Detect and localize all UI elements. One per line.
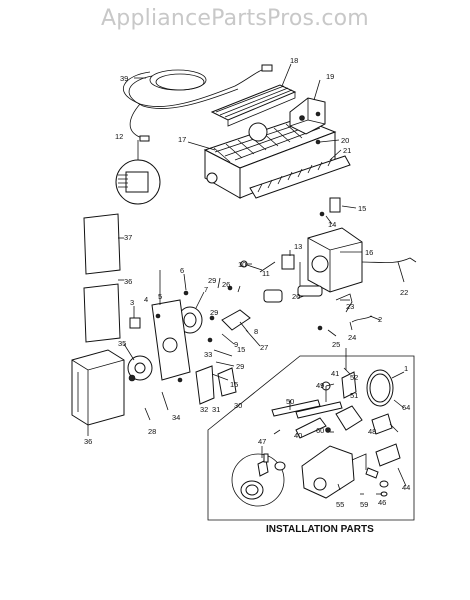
callout-44: 44 (402, 483, 410, 492)
callout-18: 18 (290, 56, 298, 65)
callout-27: 27 (260, 343, 268, 352)
callout-55: 55 (336, 500, 344, 509)
callout-11: 11 (262, 269, 270, 278)
callout-22: 22 (400, 288, 408, 297)
callout-60: 60 (316, 426, 324, 435)
screw-part[interactable] (161, 391, 169, 411)
bracket-part[interactable] (177, 365, 237, 405)
heater-part[interactable] (249, 155, 351, 199)
gear-part[interactable] (127, 355, 153, 382)
callout-47: 47 (258, 437, 266, 446)
callout-52: 52 (350, 373, 358, 382)
callout-37: 37 (124, 233, 132, 242)
callout-41: 41 (331, 369, 339, 378)
callout-29b: 29 (210, 308, 218, 317)
wire-harness-part[interactable] (123, 64, 273, 142)
callout-10: 10 (238, 260, 246, 269)
callout-34: 34 (172, 413, 180, 422)
callout-21: 21 (343, 146, 351, 155)
callout-15b: 15 (237, 345, 245, 354)
front-cover-part[interactable] (71, 349, 125, 426)
callout-14: 14 (328, 220, 336, 229)
callout-64: 64 (402, 403, 410, 412)
installation-parts-title: INSTALLATION PARTS (266, 524, 374, 535)
callout-36a: 36 (124, 277, 132, 286)
callout-48: 48 (368, 427, 376, 436)
callout-50: 50 (286, 397, 294, 406)
callout-31: 31 (212, 405, 220, 414)
watermark: AppliancePartsPros.com (101, 6, 369, 31)
callout-2: 2 (378, 315, 382, 324)
callout-39: 39 (120, 74, 128, 83)
installation-parts[interactable] (231, 369, 401, 507)
callout-59: 59 (360, 500, 368, 509)
callout-4: 4 (144, 295, 148, 304)
callout-26b: 26 (292, 292, 300, 301)
instruction-sheet-part[interactable] (83, 213, 121, 343)
callout-28: 28 (148, 427, 156, 436)
callout-25: 25 (332, 340, 340, 349)
mounting-box-part[interactable] (307, 227, 417, 293)
screw-part[interactable] (144, 407, 151, 421)
callout-6: 6 (180, 266, 184, 275)
callout-51: 51 (350, 391, 358, 400)
callout-8: 8 (254, 327, 258, 336)
small-parts[interactable] (183, 197, 373, 343)
callout-30: 30 (234, 401, 242, 410)
callout-12: 12 (115, 132, 123, 141)
callout-46: 46 (378, 498, 386, 507)
cover-part[interactable] (210, 84, 297, 127)
spacer-part[interactable] (129, 317, 141, 329)
callout-13: 13 (294, 242, 302, 251)
callout-36b: 36 (84, 437, 92, 446)
harness-coil-part[interactable] (149, 69, 207, 91)
callout-40: 40 (294, 431, 302, 440)
callout-20: 20 (341, 136, 349, 145)
callout-labels: 39 18 19 12 17 20 21 15 14 37 13 16 10 1… (84, 56, 410, 509)
leader-lines (87, 63, 405, 436)
callout-49: 49 (316, 381, 324, 390)
housing-part[interactable] (289, 97, 326, 135)
callout-3: 3 (130, 298, 134, 307)
callout-7: 7 (204, 285, 208, 294)
mounting-plate-part[interactable] (151, 299, 191, 381)
callout-5: 5 (158, 292, 162, 301)
connector-detail[interactable] (115, 159, 161, 205)
callout-35: 35 (118, 339, 126, 348)
callout-29c: 29 (236, 362, 244, 371)
callout-1: 1 (404, 364, 408, 373)
callout-32: 32 (200, 405, 208, 414)
callout-26a: 26 (222, 280, 230, 289)
callout-33: 33 (204, 350, 212, 359)
callout-15a: 15 (358, 204, 366, 213)
callout-16: 16 (365, 248, 373, 257)
installation-leader-lines (261, 348, 407, 495)
callout-15c: 15 (230, 380, 238, 389)
callout-19: 19 (326, 72, 334, 81)
callout-9: 9 (234, 340, 238, 349)
installation-parts-panel (207, 355, 415, 521)
callout-24: 24 (348, 333, 356, 342)
callout-17: 17 (178, 135, 186, 144)
callout-29a: 29 (208, 276, 216, 285)
callout-23: 23 (346, 302, 354, 311)
switch-part[interactable] (221, 309, 251, 331)
